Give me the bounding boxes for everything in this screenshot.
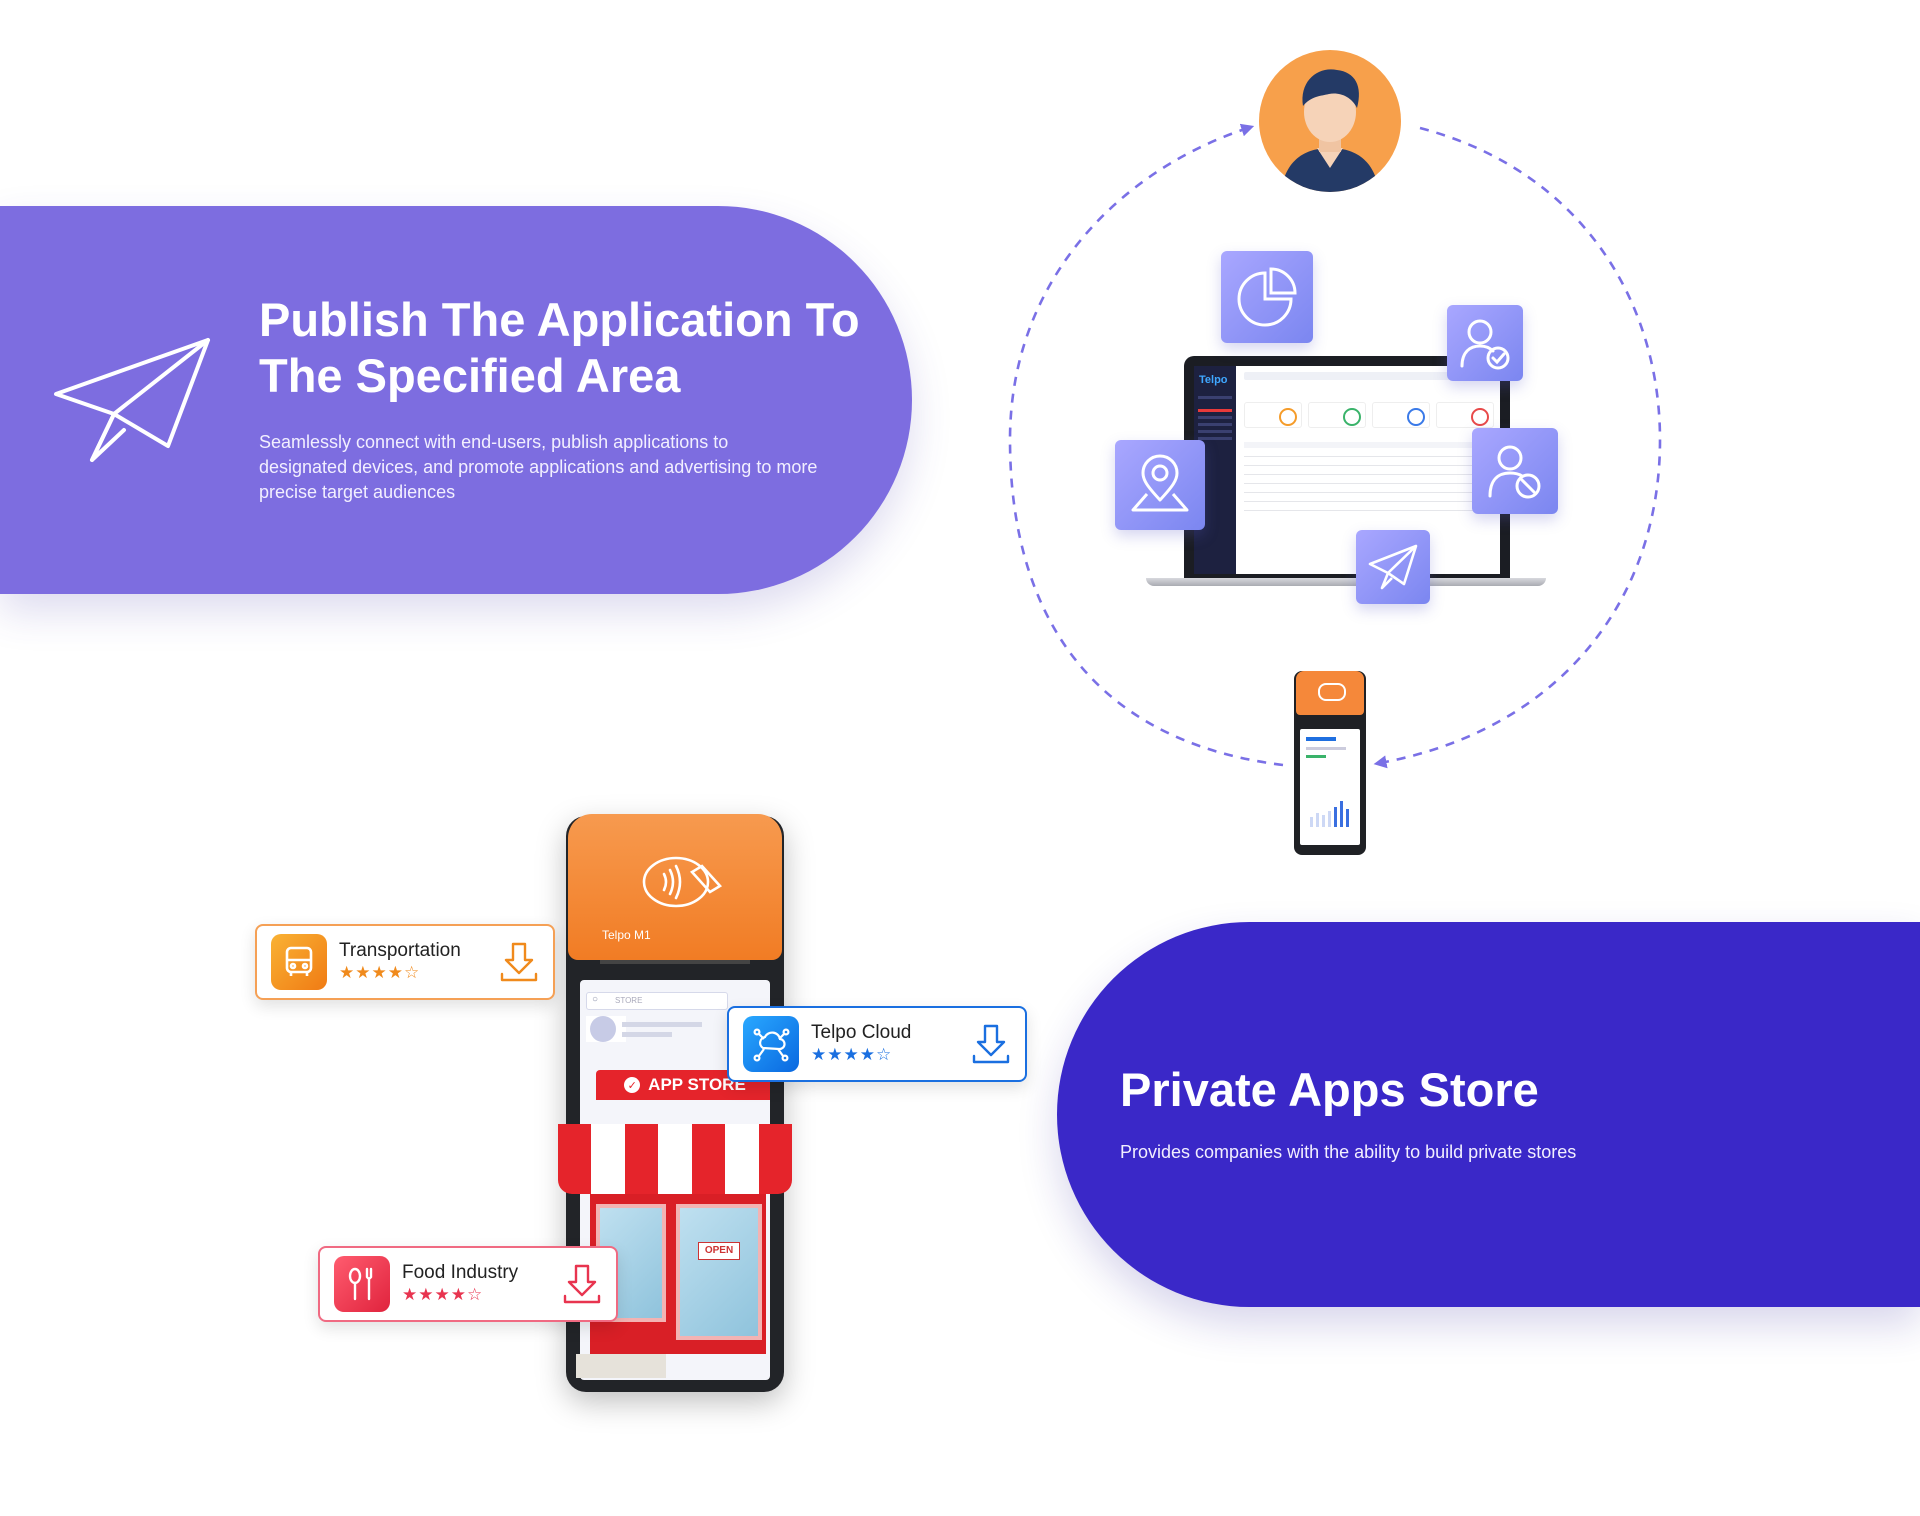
store-search-bar[interactable]: ○ STORE <box>586 992 728 1010</box>
storefront-body: OPEN <box>590 1194 766 1354</box>
store-description: Provides companies with the ability to b… <box>1120 1142 1577 1162</box>
publish-description: Seamlessly connect with end-users, publi… <box>259 432 818 502</box>
flow-arrow-to-device <box>1373 126 1662 769</box>
device-brand-label: Telpo M1 <box>602 928 651 942</box>
laptop-base <box>1146 578 1546 586</box>
user-verified-tile <box>1447 305 1523 381</box>
app-rating-food-industry: ★★★★☆ <box>402 1285 484 1304</box>
store-title: Private Apps Store <box>1120 1063 1539 1116</box>
app-card-food-industry[interactable]: Food Industry ★★★★☆ <box>318 1246 618 1322</box>
app-name-food-industry: Food Industry <box>402 1262 519 1283</box>
printer-cover: Telpo M1 <box>568 814 782 960</box>
open-sign: OPEN <box>698 1242 740 1260</box>
pos-terminal: Telpo M1 ○ STORE ✓ APP STORE OPEN <box>558 814 792 1392</box>
laptop-brand: Telpo <box>1199 374 1228 386</box>
app-store-banner-text: APP STORE <box>648 1075 746 1094</box>
store-awning <box>558 1124 792 1194</box>
small-device-screen <box>1300 729 1360 845</box>
store-door: OPEN <box>676 1204 762 1340</box>
check-icon: ✓ <box>624 1077 641 1093</box>
store-steps <box>576 1354 666 1378</box>
app-rating-transportation: ★★★★☆ <box>339 963 421 982</box>
app-rating-telpo-cloud: ★★★★☆ <box>811 1045 893 1064</box>
publish-title-line1: Publish The Application To <box>259 293 860 346</box>
laptop-screen: Telpo <box>1194 366 1500 574</box>
app-card-telpo-cloud[interactable]: Telpo Cloud ★★★★☆ <box>727 1006 1027 1082</box>
publish-section <box>0 206 912 594</box>
app-name-telpo-cloud: Telpo Cloud <box>811 1022 912 1043</box>
app-name-transportation: Transportation <box>339 940 461 961</box>
small-printer-cover <box>1296 671 1364 715</box>
publish-text-block: Publish The Application To The Specified… <box>259 292 879 505</box>
store-text-block: Private Apps Store Provides companies wi… <box>1120 1062 1880 1165</box>
download-icon[interactable] <box>562 1262 602 1306</box>
user-avatar <box>1259 50 1401 192</box>
download-icon[interactable] <box>971 1022 1011 1066</box>
user-icon <box>1281 69 1379 192</box>
location-pin-icon <box>1131 454 1189 512</box>
paper-slot <box>600 960 750 964</box>
fork-knife-icon <box>334 1256 390 1312</box>
laptop: Telpo <box>1184 356 1510 578</box>
publish-title: Publish The Application To The Specified… <box>259 292 879 404</box>
search-icon: ○ <box>592 994 599 1005</box>
small-pos-device <box>1294 671 1366 855</box>
user-check-icon <box>1460 319 1510 370</box>
location-tile <box>1115 440 1205 530</box>
paper-plane-icon <box>54 338 210 462</box>
contactless-payment-icon <box>642 856 723 908</box>
publish-tile <box>1356 530 1430 604</box>
dashboard-stats <box>1244 402 1494 428</box>
user-blocked-icon <box>1488 445 1541 499</box>
download-icon[interactable] <box>499 940 539 984</box>
app-card-transportation[interactable]: Transportation ★★★★☆ <box>255 924 555 1000</box>
store-search-placeholder: STORE <box>615 996 643 1005</box>
cloud-network-icon <box>743 1016 799 1072</box>
private-store-section <box>1057 922 1920 1307</box>
user-blocked-tile <box>1472 428 1558 514</box>
pie-chart-tile <box>1221 251 1313 343</box>
dashboard-table <box>1244 442 1494 519</box>
dashboard-topbar <box>1244 372 1494 380</box>
publish-title-line2: The Specified Area <box>259 349 681 402</box>
pie-chart-icon <box>1237 267 1297 327</box>
paper-plane-small-icon <box>1368 544 1418 590</box>
store-item-icon <box>590 1016 616 1042</box>
bus-icon <box>271 934 327 990</box>
